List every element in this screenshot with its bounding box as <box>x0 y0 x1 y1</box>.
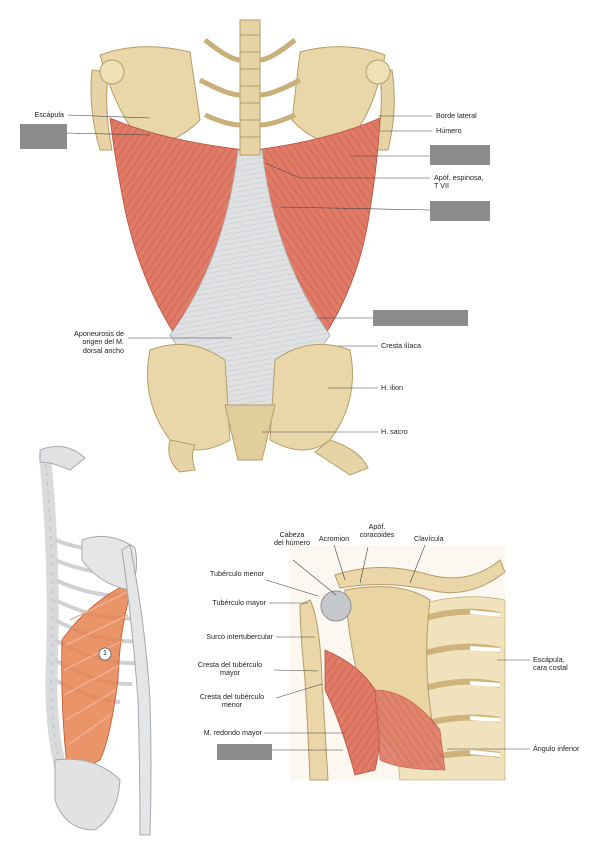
front-clavicle-bone <box>334 559 506 594</box>
right-femur-head <box>314 439 369 476</box>
side-marker-circle <box>98 647 112 661</box>
label-h-ilion: H. ilion <box>381 383 403 392</box>
left-femur-head <box>168 439 196 473</box>
label-aponeurosis: Aponeurosis de origen del M. dorsal anch… <box>74 329 124 355</box>
right-ilium-bone <box>269 343 353 451</box>
back-view-leader-lines <box>66 114 432 433</box>
label-escapula-cara-costal: Escápula, cara costal <box>533 655 568 673</box>
back-view-illustration <box>90 19 395 476</box>
right-humerus-bone <box>375 69 395 151</box>
label-borde-lateral: Borde lateral <box>436 111 477 120</box>
label-clavicula: Clavícula <box>414 534 444 543</box>
sacrum-bone <box>224 404 276 461</box>
label-tuberculo-mayor: Tubérculo mayor <box>212 598 266 607</box>
label-humero: Húmero <box>436 126 462 135</box>
side-skull <box>39 445 86 471</box>
label-apof-coracoides: Apóf. coracoides <box>359 522 395 540</box>
label-angulo-inferior: Ángulo inferior <box>533 744 580 753</box>
label-surco-intertubercular: Surco intertubercular <box>206 632 273 641</box>
masked-label-box[interactable] <box>20 124 67 149</box>
vertebral-column <box>198 19 302 156</box>
label-h-sacro: H. sacro <box>381 427 408 436</box>
label-escapula: Escápula <box>34 110 64 119</box>
masked-label-box[interactable] <box>373 310 468 326</box>
label-cresta-iliaca: Cresta ilíaca <box>381 341 421 350</box>
side-marker-label: 1 <box>103 650 107 657</box>
label-apof-espinosa: Apóf. espinosa, T VII <box>434 173 484 191</box>
label-cabeza-humero: Cabeza del húmero <box>274 530 310 548</box>
front-view-illustration <box>290 545 506 781</box>
label-tuberculo-menor: Tubérculo menor <box>209 569 264 578</box>
label-cresta-tuberculo-menor: Cresta del tubérculo menor <box>199 692 265 710</box>
label-cresta-tuberculo-mayor: Cresta del tubérculo mayor <box>197 660 263 678</box>
left-ilium-bone <box>147 343 231 451</box>
front-humeral-head <box>320 590 352 622</box>
front-view-leader-lines <box>264 544 530 751</box>
side-view-illustration <box>39 445 152 836</box>
front-humerus-bone <box>299 599 329 781</box>
left-humerus-bone <box>90 69 113 151</box>
side-arm <box>121 544 152 836</box>
side-pelvis <box>54 758 121 831</box>
left-humeral-head <box>99 59 125 85</box>
label-redondo-mayor: M. redondo mayor <box>203 728 262 737</box>
masked-label-box[interactable] <box>430 145 490 165</box>
front-subscapularis-muscle <box>374 689 446 771</box>
masked-label-box[interactable] <box>217 744 272 760</box>
right-humeral-head <box>365 59 391 85</box>
label-acromion: Acromion <box>318 534 350 543</box>
masked-label-box[interactable] <box>430 201 490 221</box>
